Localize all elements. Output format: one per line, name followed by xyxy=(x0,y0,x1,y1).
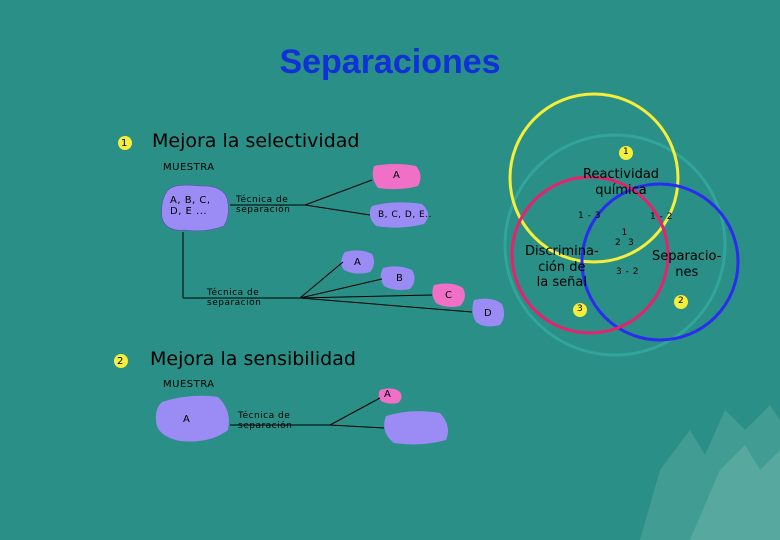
sensitivity-a-big-blob xyxy=(384,411,448,445)
frac2-d-label: D xyxy=(484,308,493,319)
fan-arrow-a xyxy=(299,261,344,299)
sensitivity-a-blob xyxy=(378,388,402,404)
section-number-1: 1 xyxy=(121,138,128,149)
frac2-b-label: B xyxy=(396,273,404,284)
sensitivity-sample-label: A xyxy=(183,414,191,425)
fan-arrow-b xyxy=(299,278,383,299)
badge-2 xyxy=(674,295,688,309)
sensitivity-muestra-label: MUESTRA xyxy=(163,379,215,390)
fan-arrow-d xyxy=(299,297,473,313)
sensitivity-sample-blob xyxy=(155,395,229,442)
sample-blob xyxy=(161,184,229,232)
venn-badge-3-num: 3 xyxy=(577,304,583,314)
sample-label: A, B, C, D, E ... xyxy=(170,195,211,217)
muestra-label: MUESTRA xyxy=(163,162,215,173)
badge-1 xyxy=(619,146,633,160)
sensitivity-technique-label: Técnica de separación xyxy=(238,411,293,431)
venn-badge-2-num: 2 xyxy=(678,296,684,306)
flow-arrow-to-a xyxy=(304,179,373,206)
technique2-label: Técnica de separación xyxy=(207,288,262,308)
venn-circle-separaciones xyxy=(580,182,740,342)
section-badge-2 xyxy=(114,354,128,368)
mountain-decoration-back xyxy=(690,445,780,540)
venn-overlap-32: 3 - 2 xyxy=(616,267,639,277)
flow-arrow-to-bcde xyxy=(304,204,371,216)
out-a-label: A xyxy=(393,170,401,181)
venn-circle-discriminacion xyxy=(510,175,670,335)
section-heading-2: Mejora la sensibilidad xyxy=(150,348,356,370)
technique1-label: Técnica de separación xyxy=(236,195,291,215)
frac2-d-blob xyxy=(472,298,505,327)
sensitivity-arrow-to-big xyxy=(329,424,385,429)
sensitivity-arrow-to-a xyxy=(329,397,381,426)
venn-center-label: 1 2 3 xyxy=(615,228,635,248)
venn-badge-1-num: 1 xyxy=(623,147,629,157)
fraction-a-blob xyxy=(372,164,421,190)
frac2-c-label: C xyxy=(445,290,453,301)
venn-label-separaciones: Separacio- nes xyxy=(652,249,722,280)
venn-overlap-12: 1 - 2 xyxy=(650,212,673,222)
venn-label-reactividad: Reactividad química xyxy=(583,167,660,198)
venn-overlap-13: 1 - 3 xyxy=(578,211,601,221)
out-bcde-label: B, C, D, E.. xyxy=(378,210,432,220)
page-title: Separaciones xyxy=(279,43,501,81)
venn-label-discriminacion: Discrimina- ción de la señal xyxy=(525,244,599,291)
frac2-b-blob xyxy=(380,266,415,290)
sensitivity-out-a-label: A xyxy=(384,389,392,400)
frac2-c-blob xyxy=(432,283,465,307)
section-badge-1 xyxy=(118,136,132,150)
frac2-a-label: A xyxy=(354,257,362,268)
frac2-a-blob xyxy=(341,250,375,274)
section-number-2: 2 xyxy=(117,356,124,367)
fraction-bcde-blob xyxy=(369,202,429,228)
badge-3 xyxy=(573,303,587,317)
section-heading-1: Mejora la selectividad xyxy=(152,130,360,152)
venn-outer-circle xyxy=(503,133,727,357)
venn-circle-reactividad xyxy=(508,92,680,264)
fan-arrow-c xyxy=(299,294,433,299)
